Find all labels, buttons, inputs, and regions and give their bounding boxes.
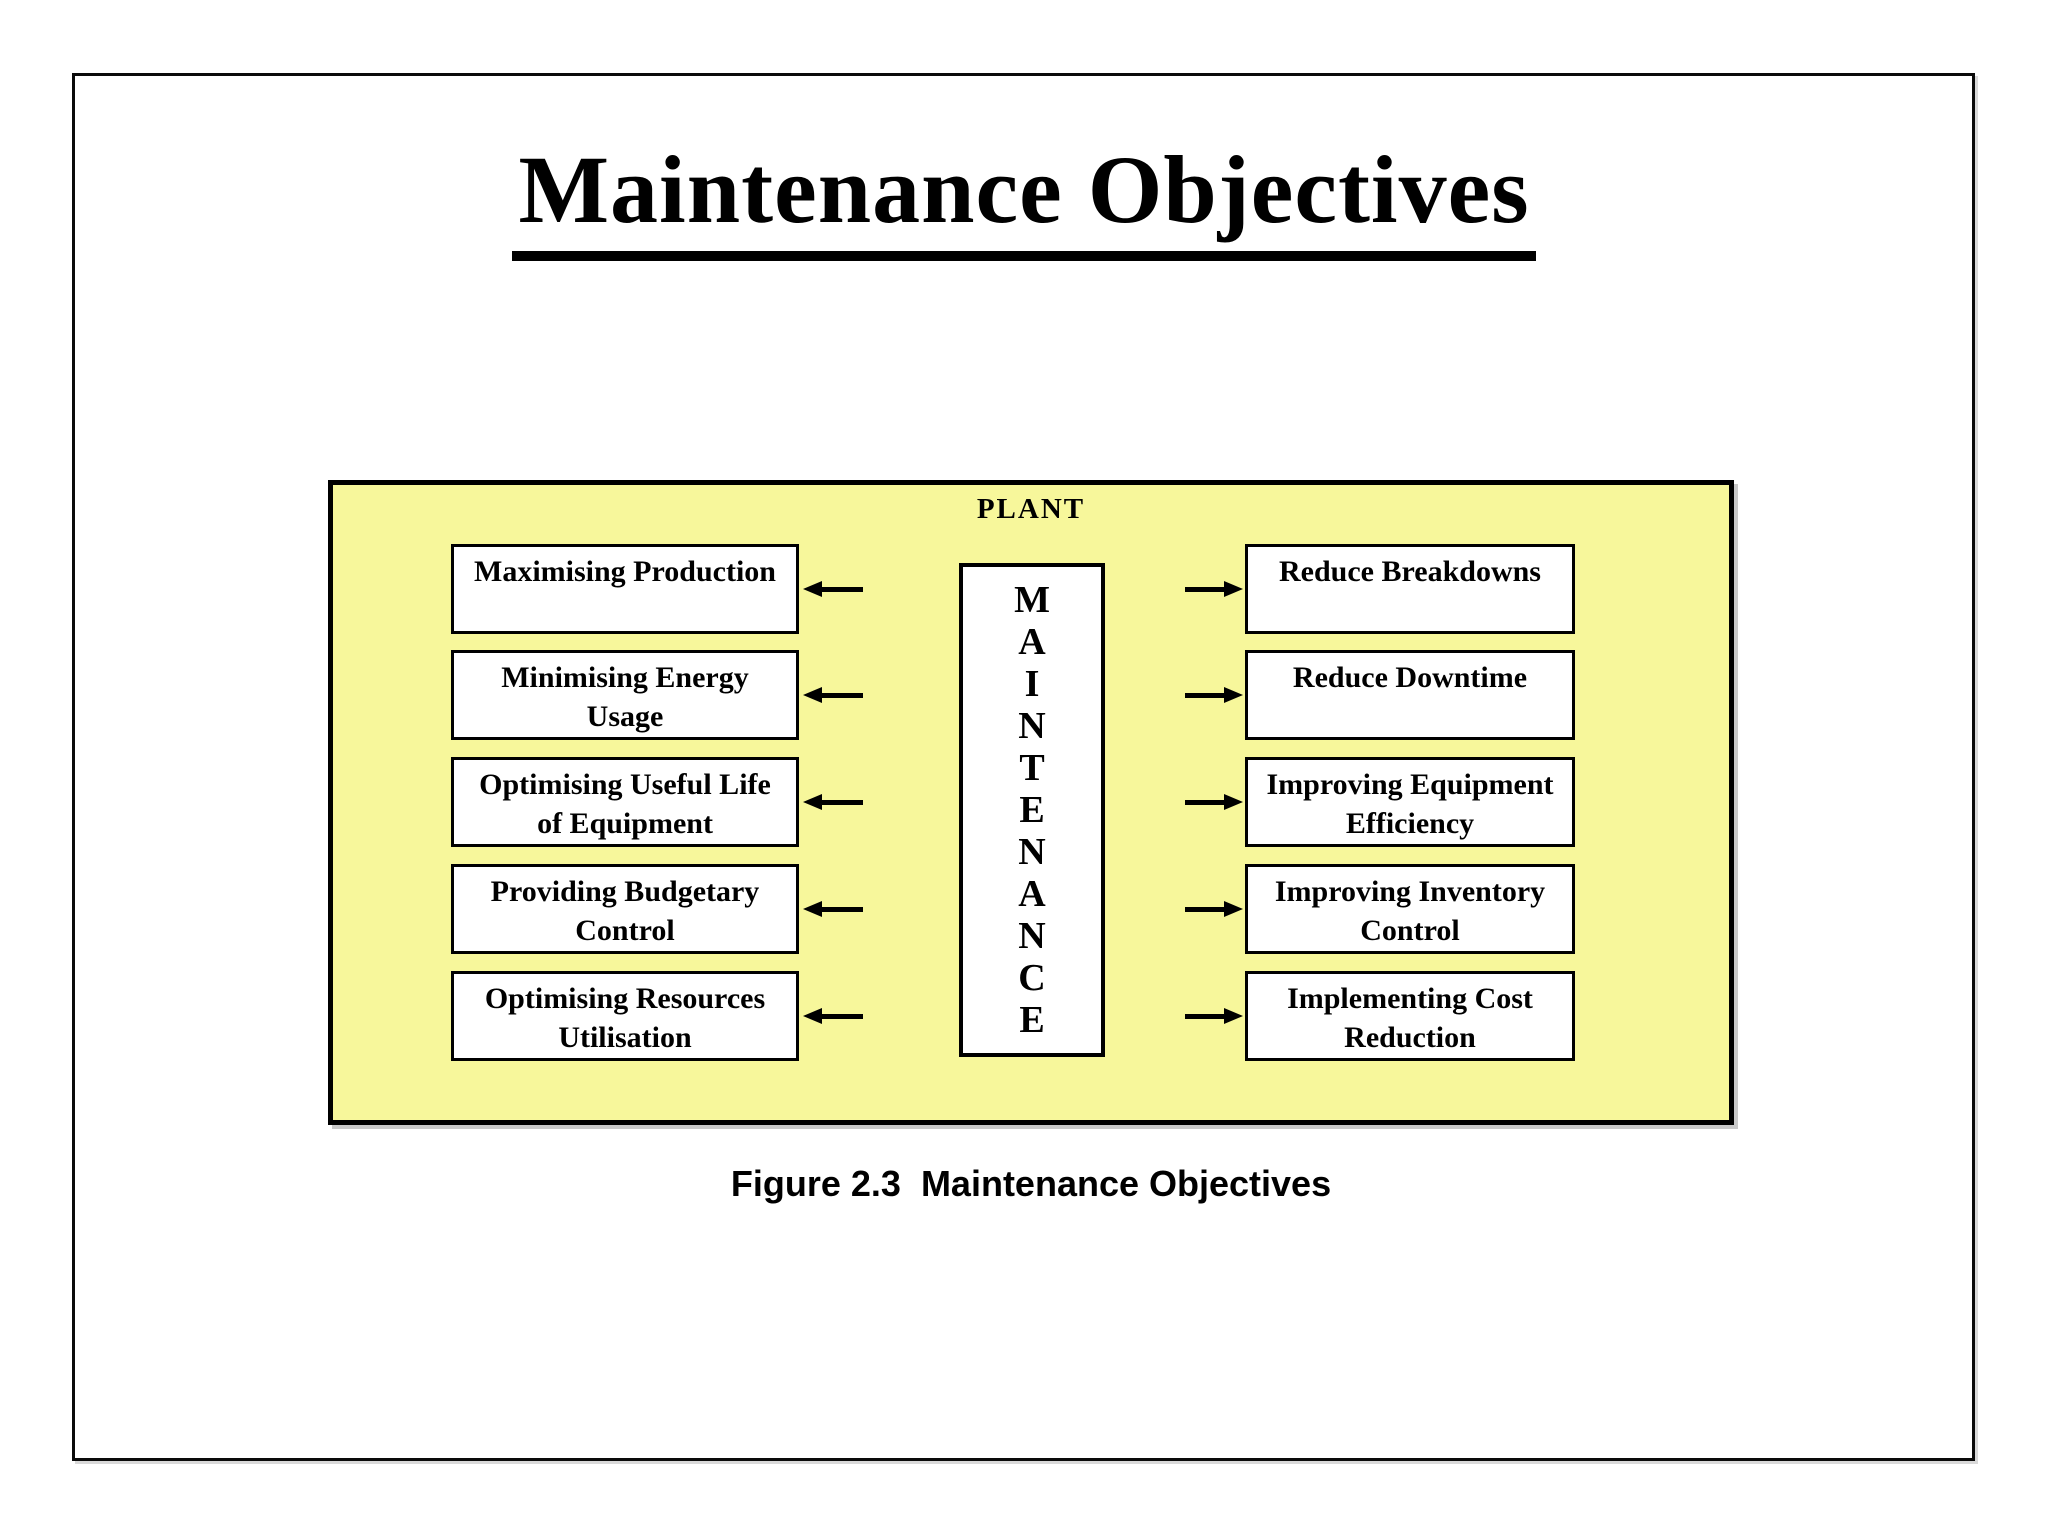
objective-line: Control [1360,914,1460,947]
page-border [72,73,1975,1461]
arrow-shaft [1185,586,1224,592]
objective-line: Reduce Downtime [1292,661,1528,694]
arrow-right-icon [1185,794,1243,810]
arrow-shaft [822,1013,863,1019]
plant-container: PLANT Maximising Production Minimising E… [328,480,1734,1125]
objective-line: Improving Inventory [1274,875,1546,908]
objective-box-optimising-useful-life: Optimising Useful Life of Equipment [451,757,799,847]
title-area: Maintenance Objectives [0,139,2048,261]
arrow-head [1224,687,1243,703]
arrow-left-icon [803,794,863,810]
arrow-head [1224,794,1243,810]
objective-line: Optimising Useful Life [479,768,771,801]
objective-line: Maximising Production [474,555,776,588]
arrow-right-icon [1185,687,1243,703]
objective-line: Efficiency [1345,807,1475,840]
objective-line: Optimising Resources [484,982,766,1015]
arrow-left-icon [803,687,863,703]
objective-line: Usage [586,700,664,733]
arrow-left-icon [803,1008,863,1024]
arrow-right-icon [1185,1008,1243,1024]
objective-line: Improving Equipment [1266,768,1554,801]
arrow-left-icon [803,581,863,597]
arrow-head [803,581,822,597]
arrow-head [1224,901,1243,917]
page-title: Maintenance Objectives [512,139,1536,261]
objective-box-optimising-resources-utilisation: Optimising Resources Utilisation [451,971,799,1061]
objective-line: of Equipment [537,807,713,840]
arrow-shaft [822,692,863,698]
objective-box-improving-equipment-efficiency: Improving Equipment Efficiency [1245,757,1575,847]
arrow-shaft [1185,906,1224,912]
arrow-right-icon [1185,581,1243,597]
objective-box-providing-budgetary-control: Providing Budgetary Control [451,864,799,954]
arrow-shaft [1185,799,1224,805]
objective-line: Utilisation [558,1021,692,1054]
figure-caption: Figure 2.3 Maintenance Objectives [730,1163,1332,1204]
arrow-head [803,687,822,703]
objective-line: Minimising Energy [501,661,749,694]
objective-box-implementing-cost-reduction: Implementing Cost Reduction [1245,971,1575,1061]
objective-line: Providing Budgetary [490,875,760,908]
objective-line: Reduce Breakdowns [1279,555,1541,588]
arrow-right-icon [1185,901,1243,917]
arrow-shaft [822,799,863,805]
arrow-left-icon [803,901,863,917]
objective-box-improving-inventory-control: Improving Inventory Control [1245,864,1575,954]
objective-box-minimising-energy-usage: Minimising Energy Usage [451,650,799,740]
arrow-shaft [1185,692,1224,698]
arrow-shaft [1185,1013,1224,1019]
objective-line: Control [575,914,675,947]
plant-label: PLANT [976,493,1086,525]
objective-box-reduce-downtime: Reduce Downtime [1245,650,1575,740]
arrow-head [803,1008,822,1024]
arrow-head [1224,581,1243,597]
objective-box-maximising-production: Maximising Production [451,544,799,634]
objective-line: Implementing Cost [1287,982,1533,1015]
objective-box-reduce-breakdowns: Reduce Breakdowns [1245,544,1575,634]
arrow-head [803,794,822,810]
arrow-head [1224,1008,1243,1024]
arrow-shaft [822,586,863,592]
objective-line: Reduction [1344,1021,1476,1054]
arrow-shaft [822,906,863,912]
arrow-head [803,901,822,917]
